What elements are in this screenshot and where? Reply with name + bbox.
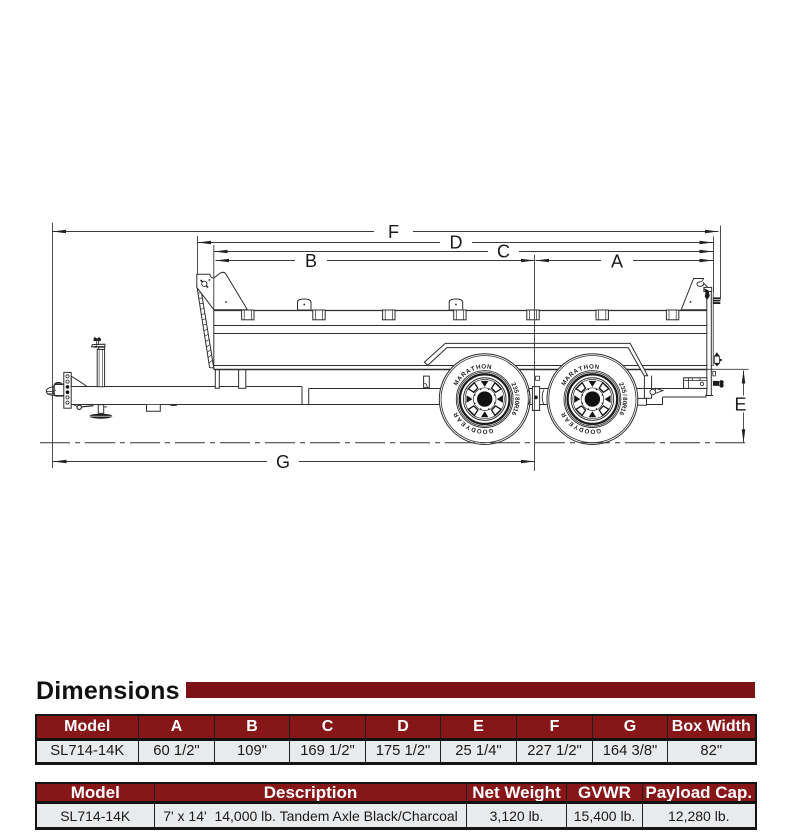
svg-text:D: D [450, 233, 463, 253]
svg-text:C: C [497, 242, 510, 262]
svg-text:F: F [388, 222, 399, 242]
svg-text:B: B [305, 251, 317, 271]
svg-text:G: G [276, 452, 290, 472]
svg-text:E: E [734, 394, 746, 414]
svg-text:A: A [611, 251, 623, 271]
